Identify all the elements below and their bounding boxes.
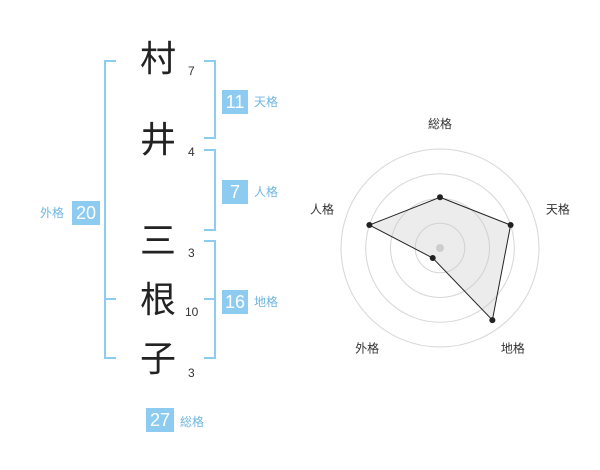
radar-point-4 bbox=[429, 255, 436, 262]
radar-axis-label-2: 天格 bbox=[546, 202, 570, 217]
radar-axis-label-3: 地格 bbox=[501, 340, 525, 355]
radar-point-2 bbox=[507, 222, 514, 229]
gaikaku-badge: 20 bbox=[72, 201, 100, 225]
name-char-3: 三 bbox=[140, 221, 177, 262]
radar-point-5 bbox=[366, 222, 373, 229]
gaikaku-label: 外格 bbox=[40, 206, 65, 220]
name-char-5: 子 bbox=[140, 339, 177, 380]
radar-series-polygon bbox=[368, 196, 512, 322]
name-char-2: 井 bbox=[140, 120, 177, 161]
name-char-1: 村 bbox=[140, 39, 177, 80]
stroke-count-5: 3 bbox=[188, 366, 195, 380]
jinkaku-bracket bbox=[204, 149, 216, 231]
radar-axis-label-4: 外格 bbox=[355, 340, 379, 355]
chikaku-label: 地格 bbox=[254, 295, 279, 309]
jinkaku-label: 人格 bbox=[254, 185, 279, 199]
gaikaku-bracket-tick bbox=[104, 298, 116, 300]
soukaku-label: 総格 bbox=[180, 415, 205, 429]
radar-point-3 bbox=[489, 317, 496, 324]
radar-center-dot bbox=[436, 244, 444, 252]
stroke-count-4: 10 bbox=[185, 305, 199, 319]
name-char-4: 根 bbox=[140, 280, 177, 321]
soukaku-badge: 27 bbox=[146, 408, 174, 432]
radar-grid-ring bbox=[414, 222, 466, 274]
chikaku-bracket-tick bbox=[204, 298, 216, 300]
jinkaku-badge: 7 bbox=[222, 180, 248, 204]
radar-point-1 bbox=[437, 194, 443, 201]
tenkaku-bracket bbox=[204, 60, 216, 139]
radar-grid-ring bbox=[340, 148, 540, 348]
stroke-count-2: 4 bbox=[188, 145, 195, 159]
chikaku-badge: 16 bbox=[222, 290, 248, 314]
radar-grid-ring bbox=[365, 173, 515, 323]
radar-axis-label-1: 総格 bbox=[428, 116, 452, 131]
radar-axis-label-5: 人格 bbox=[310, 202, 334, 217]
stroke-count-3: 3 bbox=[188, 246, 195, 260]
gaikaku-bracket bbox=[104, 60, 116, 359]
stroke-count-1: 7 bbox=[188, 64, 195, 78]
tenkaku-label: 天格 bbox=[254, 95, 279, 109]
tenkaku-badge: 11 bbox=[222, 90, 248, 114]
